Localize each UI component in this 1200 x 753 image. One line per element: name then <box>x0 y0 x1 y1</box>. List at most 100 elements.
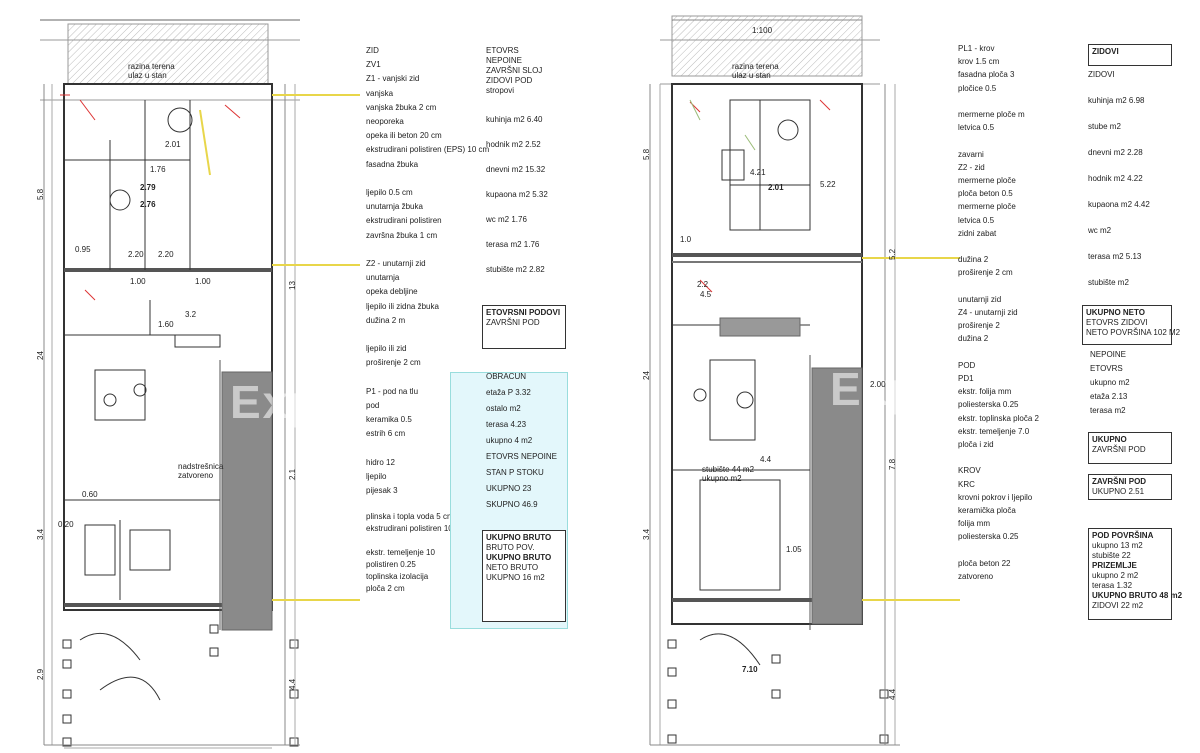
legend-line: ETOVRSNI PODOVI <box>486 308 561 317</box>
legend-line: UKUPNO 2.51 <box>1092 487 1145 496</box>
spec-line: POD <box>958 360 976 370</box>
table-row: kuhinja m2 6.98 <box>1088 96 1145 105</box>
spec-line: proširenje 2 <box>958 321 1000 331</box>
right-table-top-box: ZIDOVI <box>1088 44 1172 66</box>
right-side-dim: 3.4 <box>642 528 651 540</box>
right-room-dim: 1.05 <box>786 545 802 554</box>
right-side-dim: 7.8 <box>888 458 897 470</box>
spec-line: ploča beton 22 <box>958 558 1011 568</box>
legend-line: ZAVRŠNI POD <box>486 318 540 327</box>
spec-line: krovni pokrov i ljepilo <box>958 492 1033 502</box>
summary-line: etaža P 3.32 <box>486 388 531 397</box>
spec-line: ekstr. folija mm <box>958 387 1012 397</box>
right-green-marks <box>689 99 756 151</box>
legend-line: POD POVRŠINA <box>1092 531 1154 540</box>
legend-line: BRUTO POV. <box>486 543 535 552</box>
spec-line: opeka debljine <box>366 287 418 297</box>
left-bottom-label: zatvoreno <box>178 471 214 480</box>
table-row: kuhinja m2 6.40 <box>486 115 543 124</box>
table-row: kupaona m2 5.32 <box>486 190 548 199</box>
table-row: hodnik m2 2.52 <box>486 140 541 149</box>
table-row: dnevni m2 15.32 <box>486 165 546 174</box>
left-side-dim: 5.8 <box>36 188 45 200</box>
spec-line: Z2 - zid <box>958 162 985 172</box>
spec-line: pijesak 3 <box>366 486 398 496</box>
legend-line: ETOVRS ZIDOVI <box>1086 318 1148 327</box>
spec-line: KRC <box>958 479 975 489</box>
spec-line: pod <box>366 401 380 410</box>
left-legend-box-1: ETOVRSNI PODOVI ZAVRŠNI POD <box>482 305 566 349</box>
summary-line: ostalo m2 <box>486 404 521 413</box>
table-header-line: stropovi <box>486 86 515 95</box>
spec-line: završna žbuka 1 cm <box>366 230 438 240</box>
left-room-dim: 1.76 <box>150 165 166 174</box>
left-terrain-hatch <box>67 23 269 85</box>
legend-line: UKUPNO BRUTO <box>486 553 552 562</box>
spec-line: mermerne ploče <box>958 202 1016 212</box>
summary-line: ETOVRS NEPOINE <box>486 452 557 461</box>
spec-line: ekstrudirani polistiren (EPS) 10 cm <box>366 145 490 155</box>
right-room-dim: 1.0 <box>680 235 692 244</box>
left-bottom-label: nadstrešnica <box>178 462 224 471</box>
right-room-dim: 5.22 <box>820 180 836 189</box>
right-room-dim: 2.00 <box>870 380 886 389</box>
right-bottom-label: stubište 44 m2 <box>702 465 755 474</box>
right-bottom-label: ukupno m2 <box>702 474 742 483</box>
table-row: dnevni m2 2.28 <box>1088 148 1143 157</box>
spec-line: polistiren 0.25 <box>366 560 416 569</box>
spec-line: Z1 - vanjski zid <box>366 74 420 84</box>
left-room-dim: 2.01 <box>165 140 181 149</box>
legend-line: PRIZEMLJE <box>1092 561 1137 570</box>
spec-line: ekstrudirani polistiren <box>366 216 442 226</box>
spec-line: unutarnji zid <box>958 294 1002 304</box>
right-terrain-hatch <box>671 15 863 77</box>
table-row: kupaona m2 4.42 <box>1088 200 1150 209</box>
left-room-dim: 0.20 <box>58 520 74 529</box>
summary-line: SKUPNO 46.9 <box>486 500 538 509</box>
summary-line: etaža 2.13 <box>1090 392 1128 401</box>
spec-line: P1 - pod na tlu <box>366 386 419 396</box>
legend-line: stubište 22 <box>1092 551 1131 560</box>
table-row: ZIDOVI <box>1088 70 1115 79</box>
legend-line: ZIDOVI 22 m2 <box>1092 601 1144 610</box>
right-floor-plan <box>649 15 900 746</box>
spec-line: PD1 <box>958 374 974 383</box>
spec-line: mermerne ploče <box>958 176 1016 185</box>
spec-line: neoporeka <box>366 117 404 126</box>
spec-line: ekstr. toplinska ploča 2 <box>958 413 1039 423</box>
table-row: stubište m2 2.82 <box>486 265 545 274</box>
spec-line: vanjska <box>366 88 394 98</box>
left-red-marks <box>60 94 241 301</box>
spec-line: mermerne ploče m <box>958 110 1025 119</box>
right-side-dim: 5.2 <box>888 248 897 260</box>
spec-line: pločice 0.5 <box>958 83 997 93</box>
right-grey-block <box>811 367 863 625</box>
right-room-dim: 4.5 <box>700 290 712 299</box>
table-row: terasa m2 1.76 <box>486 240 540 249</box>
right-legend-box-3: ZAVRŠNI POD UKUPNO 2.51 <box>1088 474 1172 500</box>
left-legend-box-2: UKUPNO BRUTO BRUTO POV. UKUPNO BRUTO NET… <box>482 530 566 622</box>
legend-line: ukupno 13 m2 <box>1092 541 1143 550</box>
spec-line: poliesterska 0.25 <box>958 400 1019 410</box>
table-header-line: ETOVRS <box>486 46 519 55</box>
left-room-dim: 0.60 <box>82 490 98 499</box>
right-legend-box-1: UKUPNO NETO ETOVRS ZIDOVI NETO POVRŠINA … <box>1082 305 1180 345</box>
legend-line: UKUPNO BRUTO <box>486 533 552 542</box>
table-header-line: ZIDOVI POD <box>486 76 533 85</box>
legend-line: ukupno 2 m2 <box>1092 571 1139 580</box>
legend-line: ZAVRŠNI POD <box>1092 477 1147 486</box>
left-side-dim: 13 <box>288 281 297 290</box>
spec-line: ekstr. temeljenje 7.0 <box>958 426 1030 436</box>
summary-line: STAN P STOKU <box>486 468 544 477</box>
spec-line: proširenje 2 cm <box>366 358 421 368</box>
summary-line: OBRACUN <box>486 372 527 381</box>
watermark-right: Expert <box>830 363 986 415</box>
spec-line: fasadna ploča 3 <box>958 70 1015 80</box>
spec-line: unutarnja žbuka <box>366 202 423 212</box>
spec-line: letvica 0.5 <box>958 215 995 225</box>
left-annotation-lines <box>199 94 360 601</box>
spec-line: hidro 12 <box>366 457 395 467</box>
right-outer-wall <box>671 83 863 625</box>
right-top-label-entrance: ulaz u stan <box>732 71 771 80</box>
